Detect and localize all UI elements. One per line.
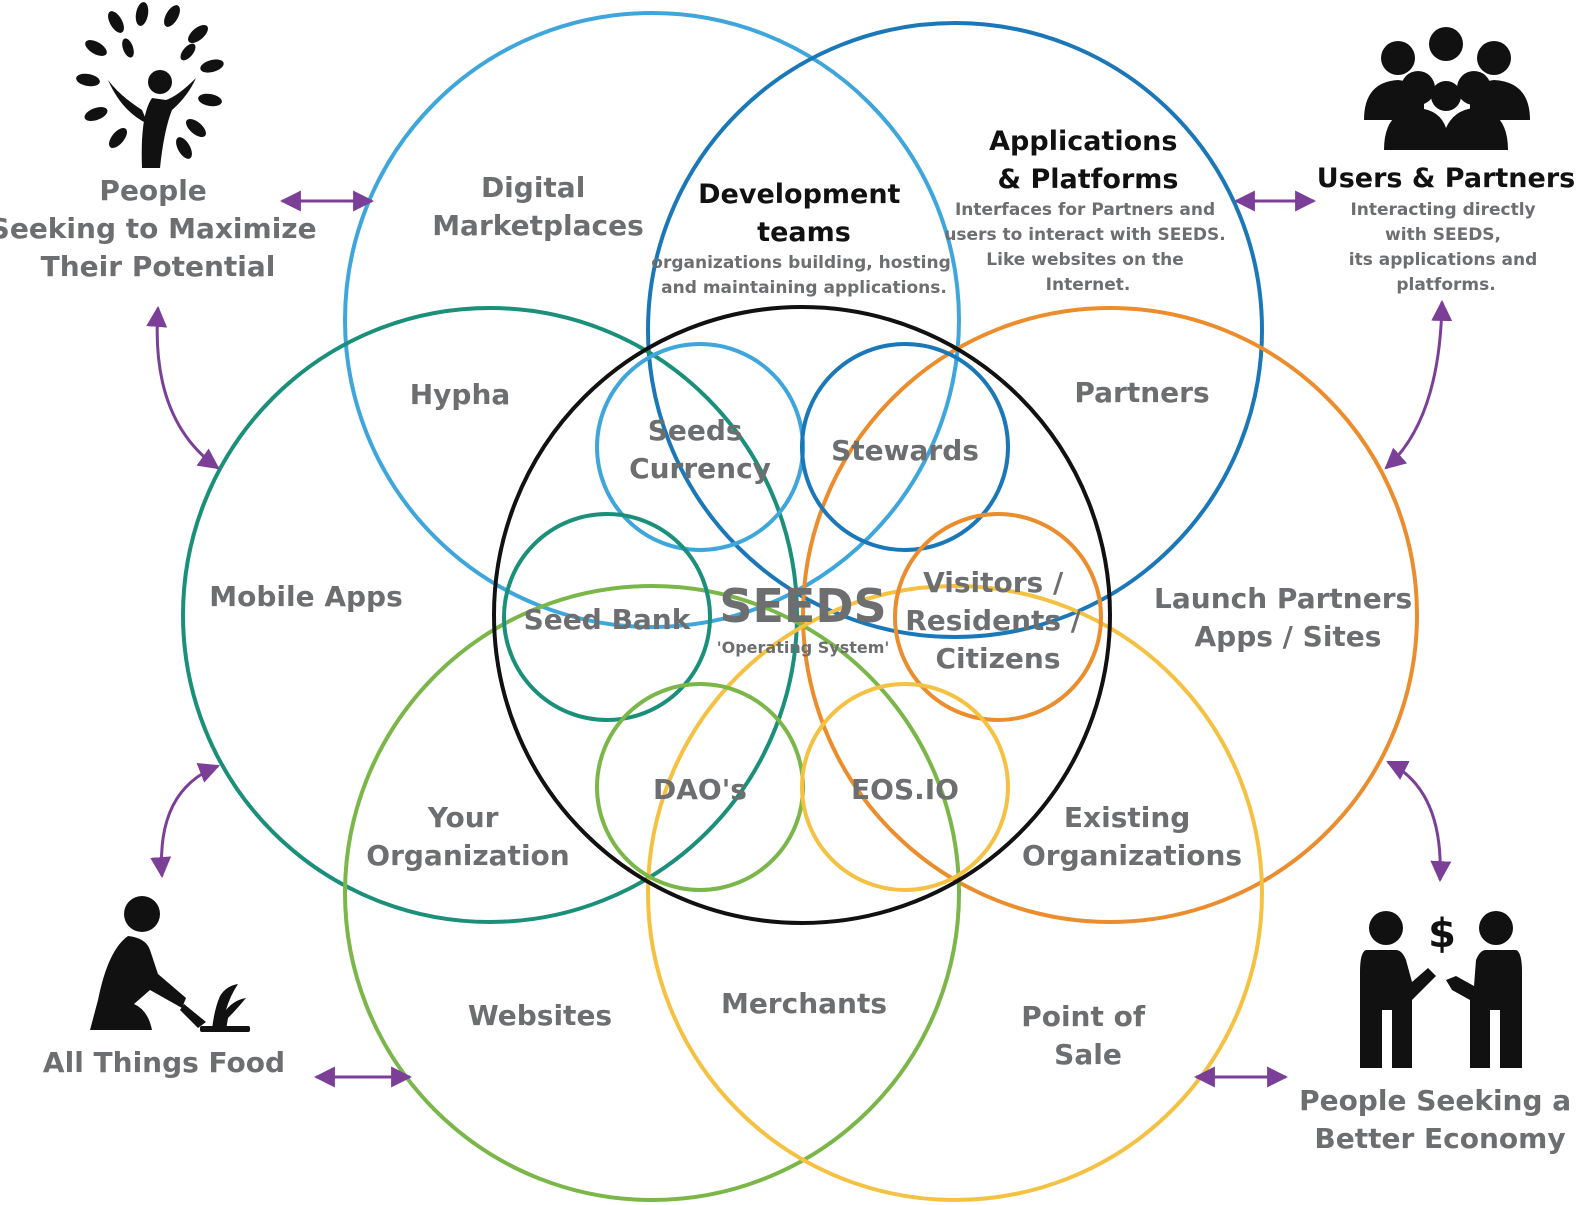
arrow-bottom-left-vertical	[150, 763, 220, 879]
label-eosio: EOS.IO	[851, 773, 959, 806]
circle-visitors	[893, 512, 1103, 722]
circle-eosio	[800, 682, 1010, 892]
exchange-money-icon: $	[1360, 911, 1522, 1068]
label-mobile-apps: Mobile Apps	[209, 580, 403, 613]
label-digital-marketplaces: Digital Marketplaces	[432, 171, 644, 242]
corner-top-right-desc: Interacting directly with SEEDS, its app…	[1349, 200, 1543, 295]
label-point-of-sale: Point of Sale	[1021, 1000, 1155, 1071]
arrow-top-right-vertical	[1384, 299, 1453, 470]
label-merchants: Merchants	[721, 987, 887, 1020]
circle-digital-marketplaces	[343, 11, 961, 629]
center-subtitle: 'Operating System'	[717, 638, 890, 657]
center-title: SEEDS	[719, 579, 886, 633]
label-launch-partners: Launch Partners Apps / Sites	[1154, 582, 1422, 653]
label-existing-organizations: Existing Organizations	[1022, 801, 1242, 872]
corner-top-left-label: People Seeking to Maximize Their Potenti…	[0, 174, 326, 283]
group-icon	[1364, 27, 1530, 150]
label-stewards: Stewards	[831, 434, 979, 467]
tree-person-icon	[76, 2, 224, 168]
circle-applications-platforms	[646, 21, 1264, 639]
circle-stewards	[800, 342, 1010, 552]
arrow-top-left-vertical	[146, 305, 220, 470]
label-visitors: Visitors / Residents / Citizens	[905, 566, 1091, 675]
gardener-icon	[90, 896, 250, 1032]
label-seeds-currency: Seeds Currency	[629, 414, 771, 485]
label-your-organization: Your Organization	[366, 801, 569, 872]
arrow-bottom-right-vertical	[1386, 760, 1452, 883]
corner-bottom-left-label: All Things Food	[43, 1046, 285, 1079]
connector-arrows	[146, 190, 1453, 1088]
svg-text:$: $	[1428, 911, 1456, 957]
circle-seeds-core	[492, 305, 1112, 925]
circle-your-organization	[343, 584, 961, 1202]
circle-launch-partners	[801, 306, 1419, 924]
label-development-teams: Development teams	[698, 179, 910, 248]
label-websites: Websites	[468, 999, 612, 1032]
label-daos: DAO's	[653, 773, 747, 806]
corner-bottom-right-label: People Seeking a Better Economy	[1299, 1084, 1581, 1155]
desc-development-teams: organizations building, hosting and main…	[651, 253, 956, 298]
label-hypha: Hypha	[410, 378, 511, 411]
circle-seed-bank	[502, 512, 712, 722]
label-seed-bank: Seed Bank	[524, 603, 692, 636]
corner-top-right-title: Users & Partners	[1317, 163, 1575, 194]
label-partners: Partners	[1074, 376, 1209, 409]
desc-applications-platforms: Interfaces for Partners and users to int…	[944, 200, 1231, 295]
circle-seeds-currency	[595, 342, 805, 552]
circle-mobile-apps	[181, 306, 799, 924]
label-applications-platforms: Applications & Platforms	[989, 126, 1187, 195]
circle-existing-organizations	[646, 584, 1264, 1202]
